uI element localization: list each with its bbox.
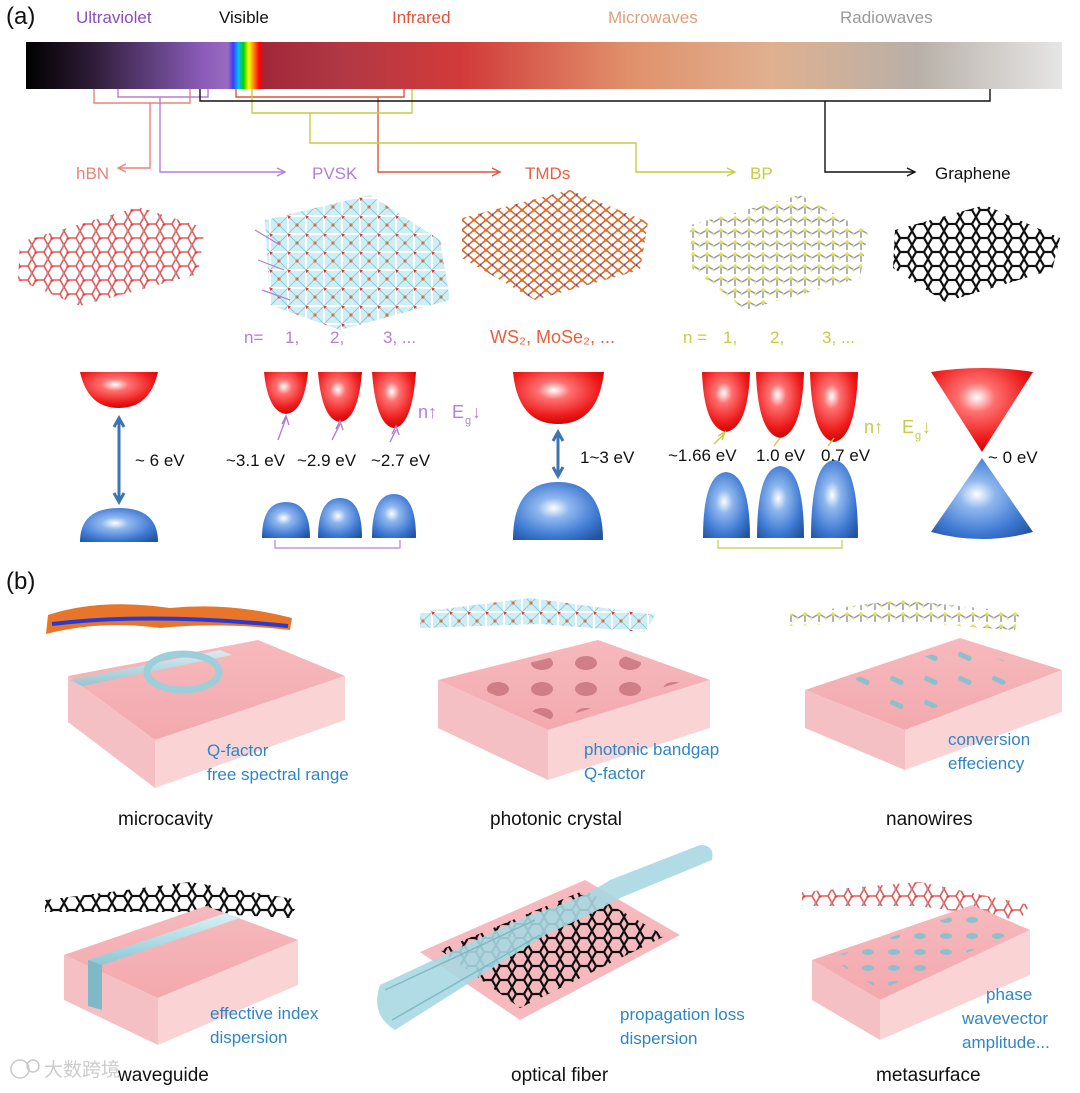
- graphene-upper-cone: [931, 368, 1033, 452]
- microcavity-illustration: [46, 604, 345, 788]
- microcavity-label: microcavity: [118, 809, 214, 830]
- svg-text:g: g: [465, 415, 471, 427]
- spectrum-brackets: [93, 89, 991, 177]
- bp-bandgap-3: 0.7 eV: [821, 446, 871, 465]
- hbn-conduction-band: [80, 372, 158, 408]
- nanowires-metric-2: effeciency: [948, 754, 1025, 773]
- metasurface-metric-2: wavevector: [961, 1009, 1048, 1028]
- watermark: 大数跨境: [10, 1059, 120, 1081]
- spectrum-bar: [26, 42, 1062, 89]
- waveguide-metric-2: dispersion: [210, 1028, 288, 1047]
- metasurface-metric-1: phase: [986, 985, 1032, 1004]
- photonic-crystal-metric-1: photonic bandgap: [584, 740, 719, 759]
- spectrum-label-microwaves: Microwaves: [608, 8, 698, 27]
- graphene-bandgap-label: ~ 0 eV: [988, 448, 1038, 467]
- metasurface-metric-3: amplitude...: [962, 1033, 1050, 1052]
- panel-b-label: (b): [6, 568, 35, 595]
- pvsk-trend-label: n↑ E g ↓: [418, 402, 481, 427]
- bp-pointer-arrows: [713, 430, 835, 447]
- bp-conduction-bands: [702, 372, 858, 442]
- spectrum-label-radiowaves: Radiowaves: [840, 8, 933, 27]
- hbn-gap-arrow: [112, 414, 126, 506]
- optical-fiber-metric-1: propagation loss: [620, 1005, 745, 1024]
- metasurface-illustration: [802, 882, 1030, 1040]
- tmd-bandgap-label: 1~3 eV: [580, 448, 635, 467]
- svg-text:E: E: [452, 402, 464, 422]
- pvsk-bandgap-2: ~2.9 eV: [297, 451, 357, 470]
- graphene-lattice-image: [893, 205, 1060, 302]
- spectrum-label-ultraviolet: Ultraviolet: [76, 8, 152, 27]
- pvsk-lattice-image: [254, 195, 450, 330]
- spectrum-label-visible: Visible: [219, 8, 269, 27]
- photonic-crystal-metric-2: Q-factor: [584, 764, 646, 783]
- hbn-lattice-image: [18, 207, 205, 306]
- bp-trend-label: n↑ E g ↓: [864, 417, 931, 442]
- pvsk-n-prefix: n=: [244, 328, 263, 347]
- optical-fiber-metric-2: dispersion: [620, 1029, 698, 1048]
- optical-fiber-label: optical fiber: [511, 1065, 609, 1086]
- bp-lattice-image: [690, 195, 868, 310]
- spectrum-label-infrared: Infrared: [392, 8, 451, 27]
- bp-n-3: 3, ...: [822, 328, 855, 347]
- material-label-bp: BP: [750, 164, 773, 183]
- bp-valence-bands: [703, 460, 858, 549]
- tmd-gap-arrow: [551, 428, 565, 480]
- tmd-examples: WS₂, MoSe₂, ...: [490, 327, 615, 347]
- svg-text:↓: ↓: [472, 402, 481, 422]
- microcavity-metric-2: free spectral range: [207, 765, 349, 784]
- photonic-crystal-illustration: [420, 598, 710, 780]
- hbn-bandgap-label: ~ 6 eV: [135, 451, 185, 470]
- svg-text:n↑: n↑: [864, 417, 883, 437]
- bp-n-prefix: n =: [683, 328, 707, 347]
- material-label-graphene: Graphene: [935, 164, 1011, 183]
- nanowires-illustration: [790, 600, 1062, 770]
- tmd-valence-band: [513, 482, 603, 540]
- watermark-logo-icon: [10, 1059, 30, 1079]
- material-label-hbn: hBN: [76, 164, 109, 183]
- material-label-tmds: TMDs: [525, 164, 570, 183]
- pvsk-n-2: 2,: [330, 328, 344, 347]
- pvsk-pointer-arrows: [277, 414, 400, 443]
- photonic-crystal-label: photonic crystal: [490, 809, 622, 830]
- optical-fiber-illustration: [377, 845, 713, 1030]
- pvsk-n-1: 1,: [285, 328, 299, 347]
- bp-bandgap-2: 1.0 eV: [756, 446, 806, 465]
- pvsk-bandgap-1: ~3.1 eV: [226, 451, 286, 470]
- material-label-pvsk: PVSK: [312, 164, 358, 183]
- bp-bandgap-1: ~1.66 eV: [668, 446, 737, 465]
- nanowires-metric-1: conversion: [948, 730, 1030, 749]
- microcavity-metric-1: Q-factor: [207, 741, 269, 760]
- metasurface-label: metasurface: [876, 1065, 981, 1086]
- pvsk-bandgap-3: ~2.7 eV: [371, 451, 431, 470]
- svg-text:E: E: [902, 417, 914, 437]
- bp-n-2: 2,: [770, 328, 784, 347]
- graphene-lower-cone: [931, 458, 1033, 539]
- panel-a-label: (a): [6, 3, 35, 30]
- hbn-valence-band: [80, 508, 158, 542]
- tmd-lattice-image: [462, 190, 648, 300]
- svg-text:n↑: n↑: [418, 402, 437, 422]
- pvsk-valence-bands: [262, 494, 416, 549]
- watermark-text: 大数跨境: [44, 1059, 120, 1081]
- svg-text:↓: ↓: [922, 417, 931, 437]
- tmd-conduction-band: [513, 372, 604, 424]
- pvsk-conduction-bands: [264, 372, 416, 428]
- svg-text:g: g: [915, 430, 921, 442]
- waveguide-illustration: [45, 882, 300, 1045]
- waveguide-label: waveguide: [117, 1065, 209, 1086]
- nanowires-label: nanowires: [886, 809, 973, 830]
- waveguide-metric-1: effective index: [210, 1004, 319, 1023]
- bp-n-1: 1,: [723, 328, 737, 347]
- pvsk-n-3: 3, ...: [383, 328, 416, 347]
